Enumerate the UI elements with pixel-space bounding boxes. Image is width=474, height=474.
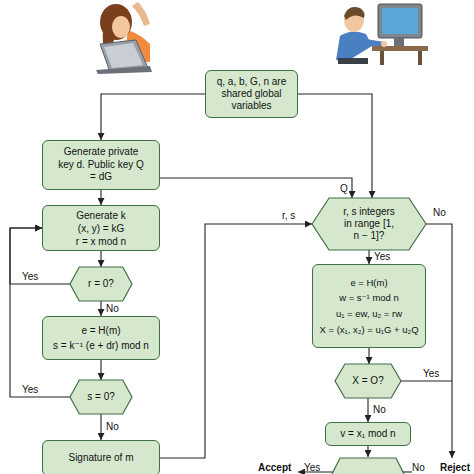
edge-label: Q [340,184,348,194]
edge-label: No [106,304,119,314]
node-text: e = H(m) [81,323,120,338]
result-label: Reject [440,463,470,473]
decision-hexagon: s = 0? [70,380,132,414]
decision-hexagon [324,458,412,474]
flow-arrow [160,178,352,198]
process-box: Generate private key d. Public key Q = d… [42,140,160,190]
node-text: X = O? [352,375,383,387]
flow-arrow [100,414,101,440]
decision-hexagon: r = 0? [70,267,132,301]
flow-arrow [368,348,369,364]
node-text: Generate k [76,209,125,222]
flow-arrow [368,250,369,264]
node-text: q, a, b, G, n are shared global variable… [214,76,290,112]
flow-arrow [100,360,101,380]
branch-label: Yes [423,369,439,379]
process-box: v = x₁ mod n [325,422,411,446]
branch-label: No [412,463,425,473]
flow-arrow [100,190,101,205]
node-text: s = k⁻¹ (e + dr) mod n [53,338,149,353]
node-text: X = (x₁, x₂) = u₁G + u₂Q [319,322,418,338]
flow-arrow [101,94,205,140]
node-text: v = x₁ mod n [340,428,395,440]
flow-arrow [10,228,70,397]
node-text: r = x mod n [76,235,126,248]
node-text: (x, y) = kG [78,222,124,235]
process-box: Generate k(x, y) = kGr = x mod n [42,205,160,251]
branch-label: Yes [304,463,320,473]
process-box: e = H(m)s = k⁻¹ (e + dr) mod n [42,316,160,360]
node-text: Generate private key d. Public key Q = d… [56,146,146,184]
flow-arrow [160,224,312,458]
decision-hexagon: r, s integers in range [1, n − 1]? [312,198,426,250]
process-box: e = H(m)w = s⁻¹ mod nu₁ = ew, u₂ = rwX =… [312,264,426,348]
edge-label: Yes [22,272,38,282]
result-label: Accept [258,463,291,473]
edge-label: No [106,422,119,432]
shared-variables-box: q, a, b, G, n are shared global variable… [205,70,298,118]
edge-label: No [373,405,386,415]
decision-hexagon: X = O? [335,364,401,398]
branch-label: No [433,208,446,218]
flow-arrow [367,398,368,422]
node-text: r, s integers in range [1, n − 1]? [341,206,397,242]
man-illustration [336,4,428,65]
edge-label: r, s [282,211,295,221]
flow-arrow [100,301,101,316]
node-text: e = H(m) [350,275,387,291]
node-text: s = 0? [87,391,115,403]
flow-arrow [100,251,101,267]
node-text: w = s⁻¹ mod n [339,290,399,306]
node-text: u₁ = ew, u₂ = rw [336,306,402,322]
edge-label: Yes [374,252,390,262]
node-text: r = 0? [88,278,114,290]
node-text: Signature of m [68,452,133,464]
connector-lines [298,224,452,472]
woman-illustration [96,2,152,74]
edge-label: Yes [22,385,38,395]
signature-box: Signature of m [42,440,160,474]
flow-arrow [298,94,372,198]
